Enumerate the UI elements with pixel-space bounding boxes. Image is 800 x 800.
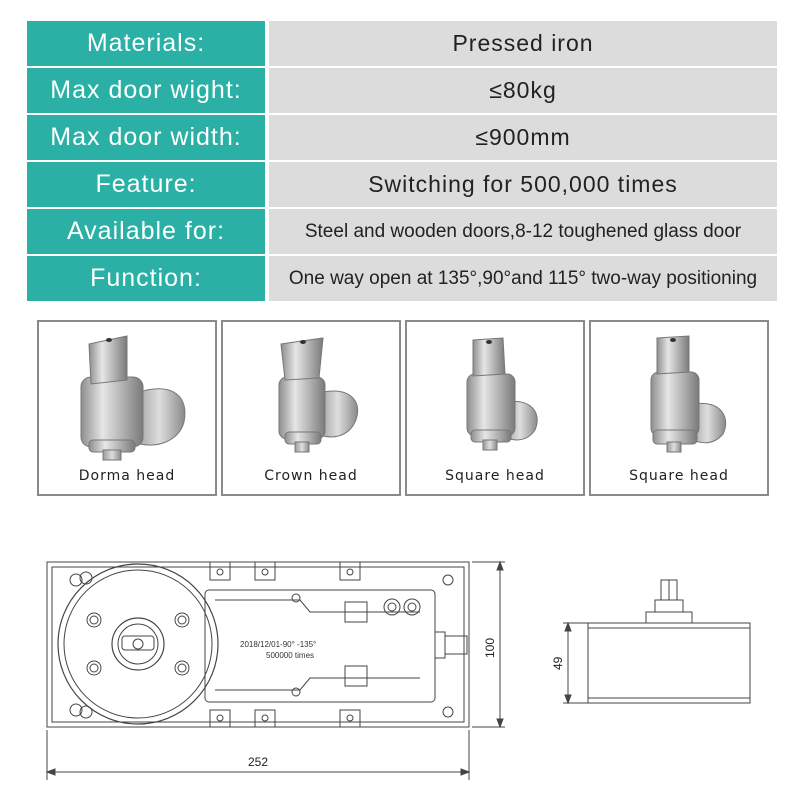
technical-drawing: 2018/12/01-90° -135° 500000 times 252 10… xyxy=(45,560,751,780)
side-height-dimension-label: 49 xyxy=(551,656,565,670)
spec-value: Pressed iron xyxy=(269,21,777,66)
spec-row-feature: Feature: Switching for 500,000 times xyxy=(27,162,777,207)
head-label: Square head xyxy=(445,468,545,484)
spec-row-materials: Materials: Pressed iron xyxy=(27,21,777,66)
width-dimension-label: 252 xyxy=(248,755,268,769)
crown-head-image xyxy=(278,337,359,453)
head-label: Crown head xyxy=(264,468,358,484)
square-head-image-2 xyxy=(650,335,727,453)
spec-label: Max door width: xyxy=(27,115,265,160)
spec-row-max-door-width: Max door width: ≤900mm xyxy=(27,115,777,160)
head-options: Dorma head Crown head Square head xyxy=(37,320,769,496)
spec-value: One way open at 135°,90°and 115° two-way… xyxy=(269,256,777,301)
spec-value: Switching for 500,000 times xyxy=(269,162,777,207)
spec-label: Materials: xyxy=(27,21,265,66)
spec-row-available-for: Available for: Steel and wooden doors,8-… xyxy=(27,209,777,254)
head-card-square-2: Square head xyxy=(589,320,769,496)
height-dimension xyxy=(472,560,505,729)
spec-row-function: Function: One way open at 135°,90°and 11… xyxy=(27,256,777,301)
spec-label: Max door wight: xyxy=(27,68,265,113)
spec-value: ≤900mm xyxy=(269,115,777,160)
spec-label: Function: xyxy=(27,256,265,301)
width-dimension xyxy=(45,730,471,780)
top-view xyxy=(46,561,470,728)
side-view xyxy=(587,579,751,704)
height-dimension-label: 100 xyxy=(483,638,497,658)
spec-value: Steel and wooden doors,8-12 toughened gl… xyxy=(269,209,777,254)
spec-table: Materials: Pressed iron Max door wight: … xyxy=(27,21,777,303)
head-card-square-1: Square head xyxy=(405,320,585,496)
square-head-image-1 xyxy=(466,337,538,451)
spec-label: Feature: xyxy=(27,162,265,207)
stamp-line-2: 500000 times xyxy=(266,651,314,660)
side-height-dimension xyxy=(563,621,588,705)
spec-value: ≤80kg xyxy=(269,68,777,113)
head-card-dorma: Dorma head xyxy=(37,320,217,496)
spec-label: Available for: xyxy=(27,209,265,254)
head-label: Dorma head xyxy=(78,468,176,484)
spec-row-max-door-weight: Max door wight: ≤80kg xyxy=(27,68,777,113)
head-card-crown: Crown head xyxy=(221,320,401,496)
head-label: Square head xyxy=(629,468,729,484)
dorma-head-image xyxy=(80,335,186,461)
stamp-line-1: 2018/12/01-90° -135° xyxy=(240,640,316,649)
